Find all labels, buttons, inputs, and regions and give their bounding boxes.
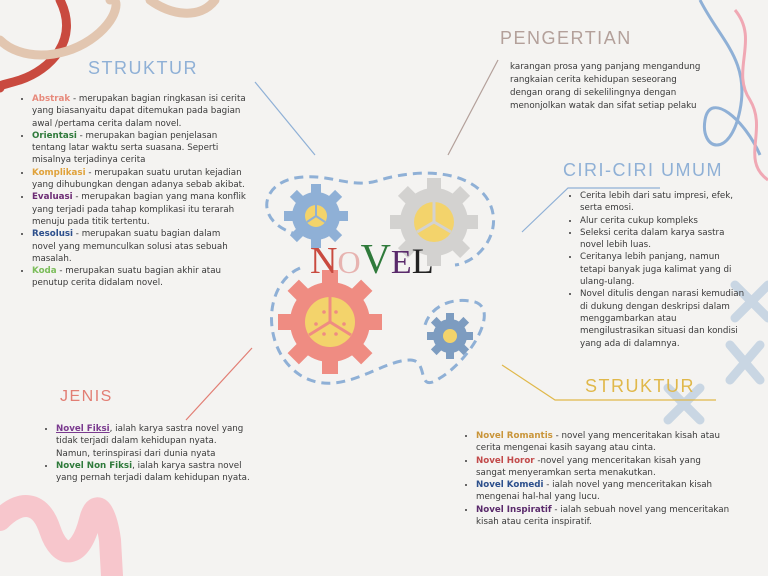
pengertian-text: karangan prosa yang panjang mengandung r…	[510, 62, 701, 111]
gear-icon-blue	[284, 184, 348, 248]
list-item: Novel Romantis - novel yang menceritakan…	[476, 430, 732, 455]
list-item: Novel Horor -novel yang menceritakan kis…	[476, 455, 732, 480]
term-orientasi: Orientasi	[32, 130, 77, 141]
term-resolusi: Resolusi	[32, 229, 74, 240]
list-item: Resolusi - merupakan suatu bagian dalam …	[32, 228, 246, 265]
list-item: Novel Inspiratif - ialah sebuah novel ya…	[476, 504, 732, 529]
term-koda: Koda	[32, 266, 57, 277]
struktur-left-list: Abstrak - merupakan bagian ringkasan isi…	[18, 93, 246, 290]
desc-evaluasi: - merupakan bagian yang mana konflik yan…	[32, 192, 246, 227]
term-abstrak: Abstrak	[32, 94, 71, 104]
list-item: Novel Fiksi, ialah karya sastra novel ya…	[56, 423, 252, 460]
desc-orientasi: - merupakan bagian penjelasan tentang la…	[32, 130, 219, 166]
list-item: Abstrak - merupakan bagian ringkasan isi…	[32, 93, 246, 130]
term-evaluasi: Evaluasi	[32, 192, 73, 203]
desc-novel-komedi: - ialah novel yang menceritakan kisah me…	[476, 480, 713, 503]
pengertian-heading: PENGERTIAN	[500, 28, 632, 48]
center-title: NOVEL	[310, 238, 434, 282]
term-novel-horor: Novel Horor	[476, 455, 535, 466]
list-item: Cerita lebih dari satu impresi, efek, se…	[580, 190, 746, 215]
gear-icon-small-blue	[427, 313, 473, 359]
title-letter-n: N	[310, 240, 338, 282]
struktur-right-heading: STRUKTUR	[585, 376, 695, 396]
jenis-list: Novel Fiksi, ialah karya sastra novel ya…	[42, 423, 252, 484]
desc-novel-inspiratif: - ialah sebuah novel yang menceritakan k…	[476, 504, 730, 528]
desc-novel-fiksi: , ialah karya sastra novel yang tidak te…	[56, 424, 244, 459]
list-item: Novel ditulis dengan narasi kemudian di …	[580, 288, 746, 349]
gear-icon-red	[278, 270, 382, 374]
title-letter-l: L	[411, 241, 434, 281]
list-item: Orientasi - merupakan bagian penjelasan …	[32, 130, 246, 167]
struktur-right-list: Novel Romantis - novel yang menceritakan…	[462, 430, 732, 528]
term-novel-non-fiksi: Novel Non Fiksi	[56, 460, 133, 471]
title-letter-v: V	[360, 237, 391, 283]
desc-komplikasi: - merupakan suatu urutan kejadian yang d…	[32, 167, 245, 191]
term-novel-romantis: Novel Romantis	[476, 431, 553, 441]
list-item: Koda - merupakan suatu bagian akhir atau…	[32, 265, 246, 290]
title-letter-e: E	[390, 244, 412, 281]
list-item: Seleksi cerita dalam karya sastra novel …	[580, 227, 746, 252]
list-item: Evaluasi - merupakan bagian yang mana ko…	[32, 191, 246, 228]
desc-novel-non-fiksi: , ialah karya sastra novel yang pernah t…	[56, 460, 250, 484]
jenis-heading: JENIS	[60, 388, 113, 405]
desc-koda: - merupakan suatu bagian akhir atau penu…	[32, 266, 222, 289]
ciri-list: Cerita lebih dari satu impresi, efek, se…	[566, 190, 746, 350]
term-novel-inspiratif: Novel Inspiratif	[476, 504, 552, 515]
term-novel-fiksi: Novel Fiksi	[56, 424, 110, 434]
ciri-heading: CIRI-CIRI UMUM	[563, 160, 723, 180]
list-item: Novel Non Fiksi, ialah karya sastra nove…	[56, 460, 252, 485]
list-item: Ceritanya lebih panjang, namun tetapi ba…	[580, 251, 746, 288]
title-letter-o: O	[337, 244, 361, 280]
term-novel-komedi: Novel Komedi	[476, 480, 544, 491]
list-item: Novel Komedi - ialah novel yang mencerit…	[476, 479, 732, 504]
desc-resolusi: - merupakan suatu bagian dalam novel yan…	[32, 229, 228, 264]
desc-abstrak: - merupakan bagian ringkasan isi cerita …	[32, 94, 246, 129]
desc-novel-horor: -novel yang menceritakan kisah yang sang…	[476, 455, 701, 478]
desc-novel-romantis: - novel yang menceritakan kisah atau cer…	[476, 431, 720, 454]
list-item: Alur cerita cukup kompleks	[580, 215, 746, 227]
struktur-left-heading: STRUKTUR	[88, 58, 198, 78]
term-komplikasi: Komplikasi	[32, 167, 86, 178]
list-item: Komplikasi - merupakan suatu urutan keja…	[32, 167, 246, 192]
